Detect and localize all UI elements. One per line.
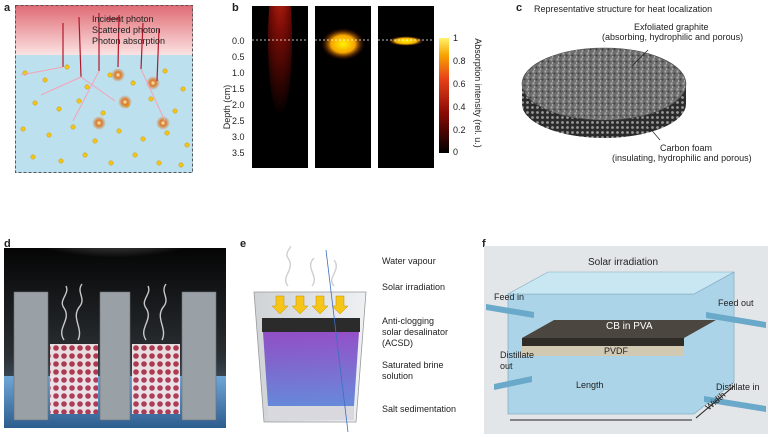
panel-a-particles [20,64,190,168]
panel-f-label-distillate-out-2: out [500,361,513,371]
panel-f-label-distillate-in: Distillate in [716,382,760,392]
panel-e-label-desalinator: solar desalinator [382,327,449,337]
panel-f-module [484,246,768,434]
panel-b-ytick: 2.0 [232,100,245,110]
panel-a-scattered-arrows [20,66,166,122]
panel-a-diagram [15,5,193,173]
panel-d-letter: d [4,238,11,250]
panel-a-incident-arrows [62,13,160,82]
panel-b-letter: b [232,2,239,14]
panel-f-label-length: Length [576,380,604,390]
panel-f-width-arrow [695,385,735,419]
panel-f-flow-arrows [486,304,766,412]
panel-f-cb-layer [522,320,716,338]
panel-d-steam [61,283,167,341]
panel-b-heatmap-3 [378,6,434,168]
panel-f-pvdf-layer [522,346,684,356]
panel-c-label-top-1: Exfoliated graphite [634,22,709,32]
panel-f-label-pvdf: PVDF [604,346,629,356]
panel-a-absorbing-particles [92,68,170,130]
panel-f-letter: f [482,238,486,250]
panel-e-brine [263,332,359,406]
panel-e-salt-sediment [268,406,354,420]
panel-b-colorbar-tick: 1 [453,33,459,43]
panel-b-ytick: 0.0 [232,36,245,46]
panel-b-heatmaps [252,6,434,168]
panel-e-acsd-layer [262,318,360,332]
panel-a-legend-absorption: Photon absorption [92,36,166,46]
panel-e-label-brine: Saturated brine [382,360,444,370]
panel-a-legend-scattered: Scattered photon [92,25,161,35]
panel-b-heatmap-2 [315,6,371,168]
panel-b-colorbar-tick: 0.6 [453,79,466,89]
panel-d-walls [13,291,217,421]
panel-e-device [253,246,367,433]
panel-b-ytick: 0.5 [232,52,245,62]
panel-f-label-cb: CB in PVA [606,321,653,332]
panel-a-legend-incident: Incident photon [92,14,154,24]
panel-d-absorbers [50,344,180,414]
panel-b-ylabel: Depth (cm) [222,84,232,130]
panel-e-label-solar: Solar irradiation [382,282,446,292]
panel-b-colorbar [439,38,449,153]
panel-f-label-distillate-out-1: Distillate [500,350,535,360]
panel-e-letter: e [240,238,247,250]
panel-b-colorbar-tick: 0.2 [453,125,466,135]
panel-b-colorbar-tick: 0.4 [453,102,466,112]
panel-a-air [15,5,193,55]
panel-f-label-feed-in: Feed in [494,292,525,302]
panel-c-structure [521,47,687,141]
panel-b-heatmap-1 [252,6,308,168]
panel-b-ytick: 2.5 [232,116,245,126]
panel-b-ytick: 3.5 [232,148,245,158]
panel-b-ytick: 1.5 [232,84,245,94]
panel-e-label-anticlogging: Anti-clogging [382,316,435,326]
panel-f-label-feed-out: Feed out [718,298,754,308]
panel-c-title: Representative structure for heat locali… [534,4,713,14]
panel-e-vapour [285,246,337,287]
panel-e-label-salt: Salt sedimentation [382,404,457,414]
panel-c-exfoliated-graphite [521,47,687,121]
panel-e-label-solution: solution [382,371,414,381]
panel-e-label-vapour: Water vapour [382,256,436,266]
panel-c-label-top-2: (absorbing, hydrophilic and porous) [602,32,744,42]
panel-d-render [4,248,226,428]
panel-b-colorbar-tick: 0 [453,147,459,157]
panel-a-letter: a [4,2,11,14]
panel-c-label-bottom-2: (insulating, hydrophilic and porous) [612,153,752,163]
panel-b-ytick: 3.0 [232,132,245,142]
panel-e-sun-arrows [271,295,349,315]
panel-c-letter: c [516,2,523,14]
panel-c-label-bottom-1: Carbon foam [660,143,713,153]
panel-b-colorbar-label: Absorption intensity (rel. u.) [473,38,483,148]
panel-f-label-solar: Solar irradiation [588,257,659,268]
panel-b-ytick: 1.0 [232,68,245,78]
panel-e-label-acsd: (ACSD) [382,338,413,348]
panel-b-colorbar-tick: 0.8 [453,56,466,66]
